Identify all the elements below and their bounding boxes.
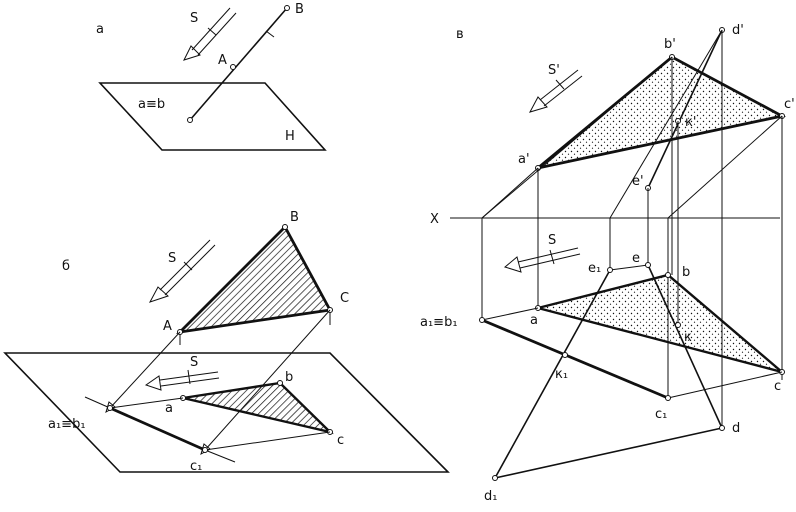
label-a-lower: a bbox=[165, 401, 173, 416]
triangle-ABC bbox=[176, 224, 333, 334]
label-d-prime: d' bbox=[732, 23, 744, 38]
label-a-v: a bbox=[530, 313, 538, 328]
label-e: e bbox=[632, 251, 640, 266]
label-d-v: d bbox=[732, 421, 740, 436]
label-a-prime: a' bbox=[518, 152, 530, 167]
proj-line-C bbox=[204, 309, 331, 451]
proj-line-A bbox=[109, 331, 181, 409]
triangle-top bbox=[537, 273, 783, 374]
label-e-prime: e' bbox=[632, 174, 644, 189]
triangle-abc bbox=[182, 381, 334, 435]
label-c1-b: c₁ bbox=[190, 459, 202, 474]
direction-arrow-S-b-upper bbox=[148, 239, 216, 303]
label-A-b: A bbox=[163, 319, 172, 334]
point-B-a bbox=[284, 5, 290, 11]
line-d-e-front bbox=[647, 29, 723, 189]
panel-v: в S' b' d' c' a' к' e' X S e₁ e b a₁≡b₁ … bbox=[420, 23, 795, 504]
label-B-b: B bbox=[290, 210, 299, 225]
label-a1b1-b: a₁≡b₁ bbox=[48, 417, 86, 432]
label-k-v: к bbox=[684, 330, 692, 345]
line-d1-d bbox=[494, 427, 723, 479]
point-ab-a bbox=[187, 117, 193, 123]
label-b-v: b bbox=[682, 265, 690, 280]
label-d1: d₁ bbox=[484, 489, 497, 504]
label-C-b: C bbox=[340, 291, 349, 306]
plane-H-a bbox=[98, 82, 327, 151]
label-k1: к₁ bbox=[555, 367, 568, 382]
point-A-a bbox=[230, 64, 236, 70]
label-c-v: c bbox=[774, 379, 781, 394]
label-v-panel: в bbox=[456, 27, 464, 42]
label-c-prime: c' bbox=[784, 97, 795, 112]
line-a1-c1-v bbox=[481, 318, 669, 400]
label-k-prime: к' bbox=[685, 115, 696, 130]
line-d1-e1 bbox=[494, 269, 611, 479]
label-b-prime: b' bbox=[664, 37, 676, 52]
panel-b: б B A C S S b a c a₁≡b₁ c₁ bbox=[3, 210, 450, 474]
label-S-v: S bbox=[548, 233, 556, 248]
label-S-prime: S' bbox=[548, 63, 560, 78]
direction-arrow-S-v bbox=[503, 247, 581, 273]
label-ab-a: a≡b bbox=[138, 97, 165, 112]
line-AB bbox=[189, 7, 288, 121]
label-S-b-upper: S bbox=[168, 251, 176, 266]
direction-arrow-S-a bbox=[183, 7, 237, 61]
direction-arrow-S-prime bbox=[528, 69, 583, 113]
label-c-lower: c bbox=[337, 433, 344, 448]
label-axis-x: X bbox=[430, 212, 439, 227]
label-A-a: A bbox=[218, 53, 227, 68]
label-b-lower: b bbox=[285, 370, 293, 385]
tick-AB bbox=[265, 30, 275, 38]
label-B-a: B bbox=[295, 2, 304, 17]
label-H-a: H bbox=[285, 129, 295, 144]
label-S-a: S bbox=[190, 11, 198, 26]
label-c1-v: c₁ bbox=[655, 407, 667, 422]
direction-arrow-S-b-lower bbox=[144, 369, 220, 391]
label-a: а bbox=[96, 22, 104, 37]
panel-a: а B A a≡b H S bbox=[96, 2, 327, 151]
label-S-b-lower: S bbox=[190, 355, 198, 370]
line-a1-c1 bbox=[109, 406, 206, 452]
triangle-front bbox=[537, 55, 787, 170]
label-e1: e₁ bbox=[588, 261, 601, 276]
label-b-panel: б bbox=[62, 259, 70, 274]
label-a1b1-v: a₁≡b₁ bbox=[420, 315, 458, 330]
line-e-d bbox=[647, 264, 723, 429]
plane-H-b bbox=[3, 352, 450, 473]
